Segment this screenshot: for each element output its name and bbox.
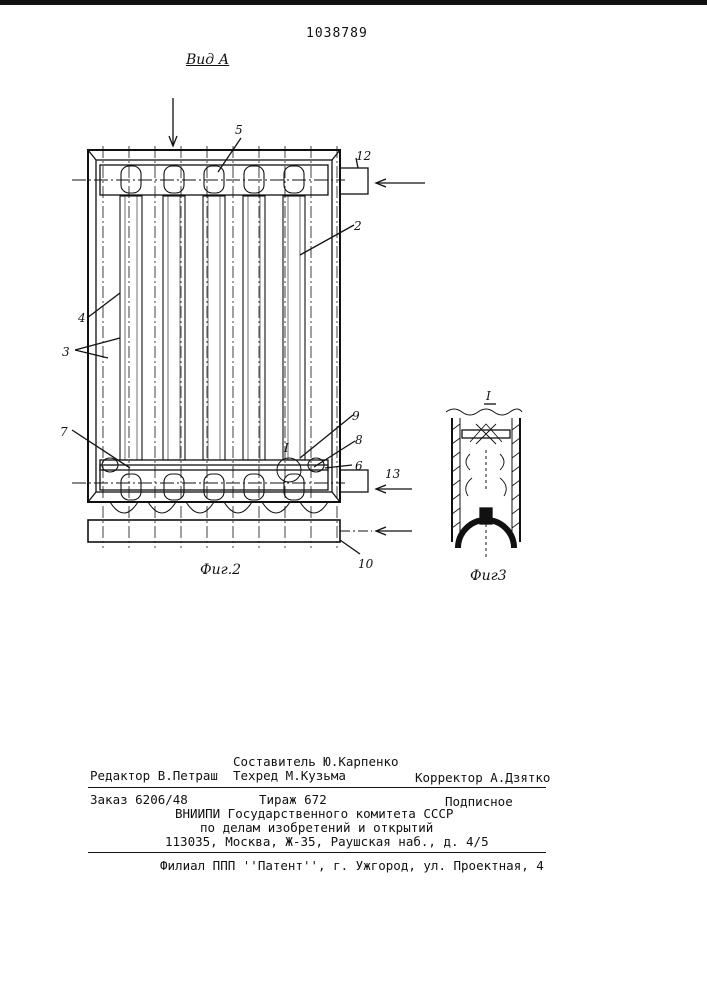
- imprint-editor: Редактор В.Петраш: [90, 768, 218, 783]
- imprint-address: 113035, Москва, Ж-35, Раушская наб., д. …: [165, 834, 489, 849]
- imprint-order: Заказ 6206/48: [90, 792, 188, 807]
- imprint-corrector: Корректор А.Дзятко: [415, 770, 550, 785]
- imprint-org-line-1: ВНИИПИ Государственного комитета СССР: [175, 806, 453, 821]
- imprint-org-line-2: по делам изобретений и открытий: [200, 820, 433, 835]
- imprint-techred: Техред М.Кузьма: [233, 768, 346, 783]
- imprint-branch: Филиал ППП ''Патент'', г. Ужгород, ул. П…: [160, 858, 544, 873]
- imprint-compiler: Составитель Ю.Карпенко: [233, 754, 399, 769]
- imprint-circulation: Тираж 672: [259, 792, 327, 807]
- figure-3-caption: Фиг3: [470, 568, 507, 584]
- figure-3-detail-label: I: [485, 389, 491, 403]
- imprint-rule-2: [88, 852, 546, 853]
- imprint-rule-1: [88, 787, 546, 788]
- imprint-subscription: Подписное: [445, 794, 513, 809]
